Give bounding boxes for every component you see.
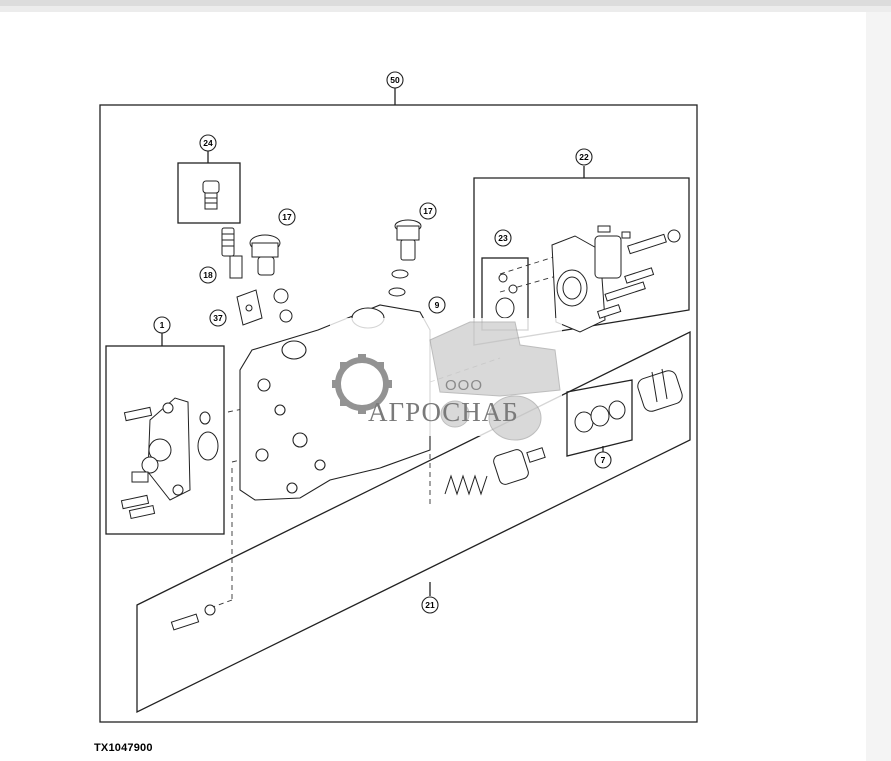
callout-7 <box>594 451 612 469</box>
spool-assembly-21 <box>170 368 683 631</box>
assembly-frame <box>99 104 698 723</box>
gear-teeth <box>332 354 392 414</box>
callout-17b-label: 17 <box>423 206 433 216</box>
callout-18-label: 18 <box>203 270 213 280</box>
callout-1 <box>153 316 171 334</box>
plate-part-37 <box>236 289 263 326</box>
cover-part-22 <box>551 225 681 333</box>
callout-7-label: 7 <box>601 455 606 465</box>
callout-24 <box>199 134 217 152</box>
cover-part-1 <box>120 397 219 520</box>
callout-9-label: 9 <box>435 300 440 310</box>
inset-24 <box>177 162 241 224</box>
callout-1-label: 1 <box>160 320 165 330</box>
watermark-company-prefix: ООО <box>445 377 484 394</box>
valve-part-18 <box>221 227 243 279</box>
callout-50-label: 50 <box>390 75 400 85</box>
callout-17b <box>419 202 437 220</box>
callout-24-label: 24 <box>203 138 213 148</box>
callout-9 <box>428 296 446 314</box>
callout-50 <box>386 71 404 89</box>
top-bar <box>0 0 891 6</box>
callout-17a-label: 17 <box>282 212 292 222</box>
callout-21 <box>421 596 439 614</box>
watermark-logo <box>330 318 562 441</box>
callout-18 <box>199 266 217 284</box>
callout-23 <box>494 229 512 247</box>
inset-22 <box>473 177 690 346</box>
plug-part-17b <box>388 219 422 297</box>
callout-23-label: 23 <box>498 233 508 243</box>
plug-part-24 <box>202 180 220 210</box>
callout-37 <box>209 309 227 327</box>
callout-22-label: 22 <box>579 152 589 162</box>
callout-22 <box>575 148 593 166</box>
plug-part-17a <box>249 234 293 323</box>
callout-17a <box>278 208 296 226</box>
tractor-icon <box>429 321 561 441</box>
spool-part-7 <box>574 400 626 433</box>
callout-21-label: 21 <box>425 600 435 610</box>
watermark-brand: АГРОСНАБ <box>368 397 519 427</box>
callout-37-label: 37 <box>213 313 223 323</box>
figure-id: TX1047900 <box>94 742 153 754</box>
scroll-area <box>866 12 891 761</box>
inset-1 <box>105 345 225 535</box>
seal-part-23 <box>495 273 518 319</box>
inset-7 <box>566 379 633 457</box>
